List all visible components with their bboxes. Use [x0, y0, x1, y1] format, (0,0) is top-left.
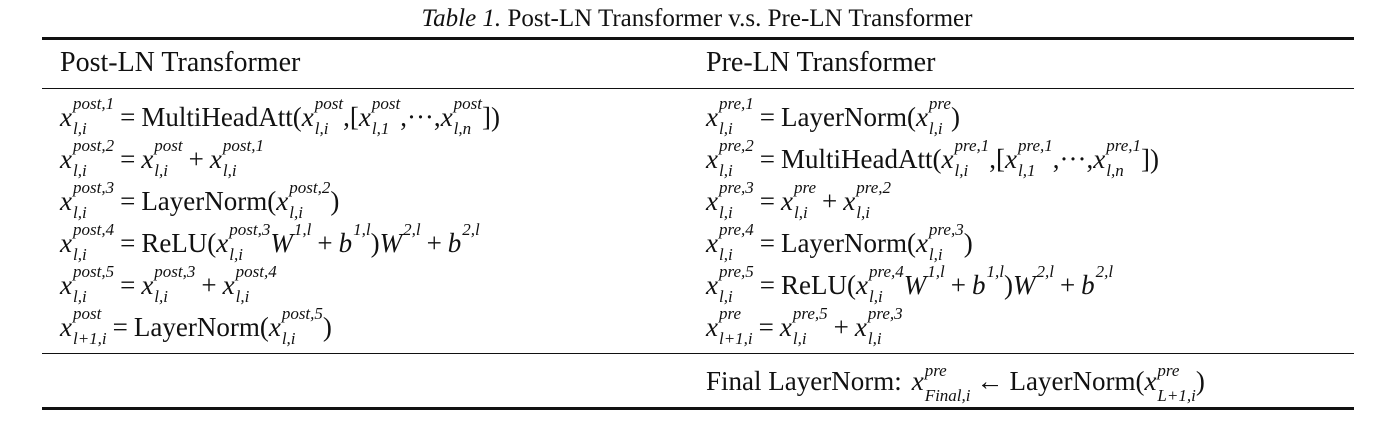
- caption-text: Post-LN Transformer v.s. Pre-LN Transfor…: [507, 5, 973, 32]
- bottom-rule: [42, 407, 1354, 410]
- table-caption: Table 1. Post-LN Transformer v.s. Pre-LN…: [0, 2, 1394, 36]
- header-post-ln: Post-LN Transformer: [60, 47, 301, 78]
- header-pre-ln: Pre-LN Transformer: [706, 47, 936, 78]
- body-rule: [42, 353, 1354, 355]
- header-rule: [42, 88, 1354, 90]
- top-rule: [42, 37, 1354, 40]
- caption-label: Table 1.: [421, 5, 502, 32]
